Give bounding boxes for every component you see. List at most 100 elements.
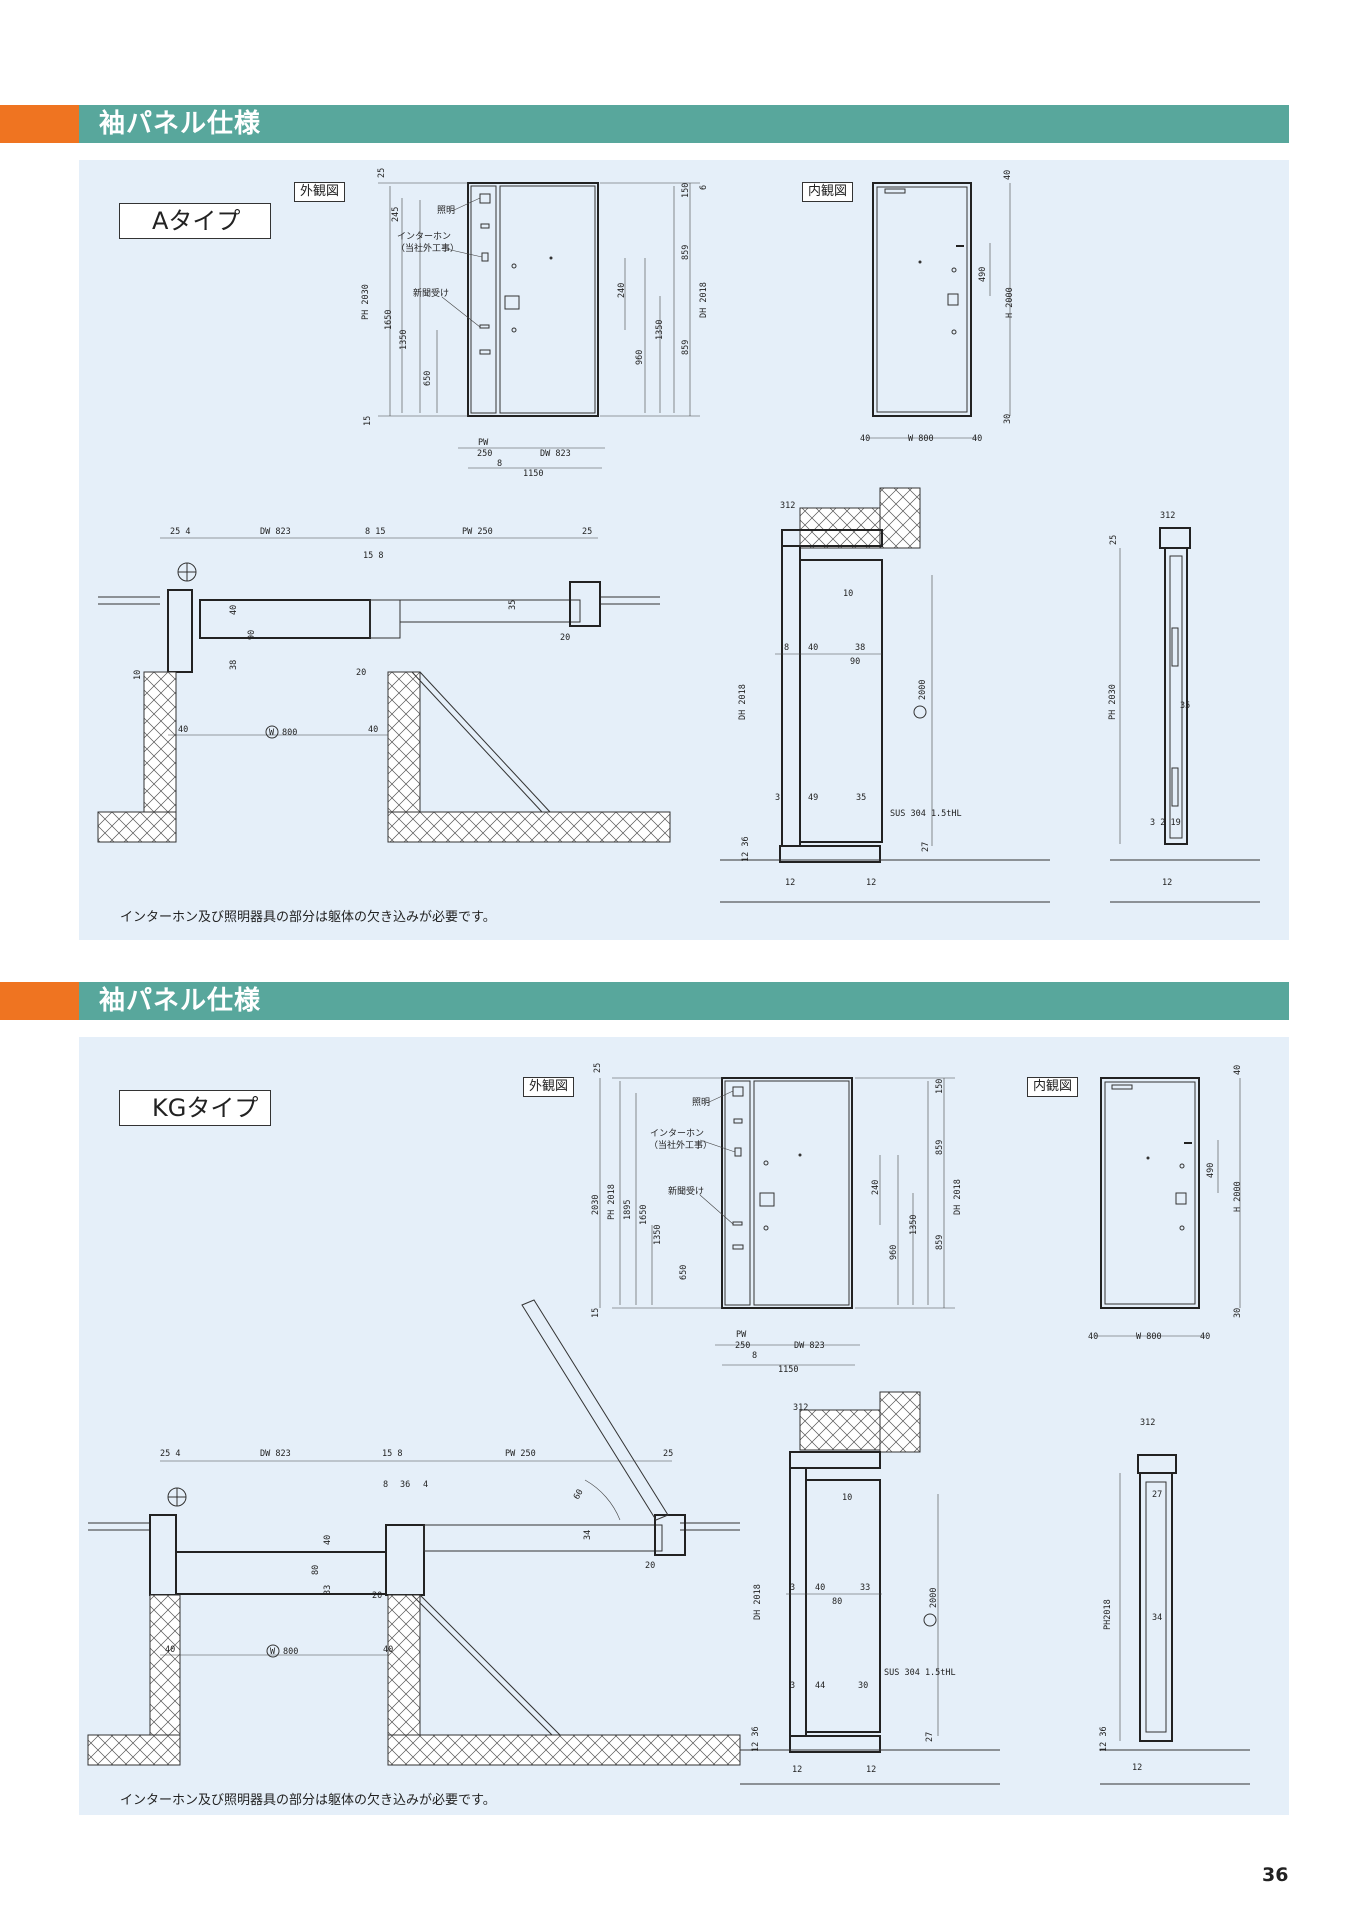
dim-40c: 40	[1233, 1065, 1243, 1075]
type-a-drawings: 照明 インターホン （当社外工事） 新聞受け 25 245 PH 2030 16…	[97, 168, 1260, 903]
dim-40c: 40	[1003, 170, 1013, 180]
head-insulation	[799, 507, 881, 549]
dim-w800: W 800	[908, 434, 934, 444]
ps-dim-12: 12	[1132, 1763, 1142, 1773]
callout-newspaper: 新聞受け	[668, 1185, 704, 1197]
dim-1350b: 1350	[909, 1215, 919, 1235]
door-leaf	[499, 185, 596, 414]
exterior-elevation: 照明 インターホン （当社外工事） 新聞受け 25 2030 PH 2018 1…	[591, 1063, 963, 1375]
plan-dim-20: 20	[560, 633, 570, 643]
light-fixture	[479, 193, 491, 204]
panel-head	[1159, 527, 1191, 549]
panel-inner	[1145, 1481, 1167, 1733]
plan-dim-4: 4	[423, 1480, 428, 1490]
door-face	[789, 1467, 807, 1737]
ps-dim-312: 312	[1160, 511, 1175, 521]
vs-dim-80: 80	[832, 1597, 842, 1607]
dim-1895: 1895	[623, 1200, 633, 1220]
vs-dim-312: 312	[780, 501, 795, 511]
intercom-unit	[734, 1147, 742, 1157]
light-fixture	[732, 1086, 744, 1097]
vs-dim-90: 90	[850, 657, 860, 667]
vs-dim-40: 40	[808, 643, 818, 653]
vs-dim-2000: 2000	[918, 680, 928, 700]
vs-dim-44: 44	[815, 1681, 825, 1691]
plan-dim-254: 25 4	[170, 527, 190, 537]
ps-dim-ph: PH 2030	[1108, 684, 1118, 720]
dim-150: 150	[681, 183, 691, 198]
mail-slot-lower	[732, 1244, 744, 1250]
head-frame	[781, 529, 883, 547]
dim-dh: DH 2018	[953, 1179, 963, 1215]
interior-leaf	[876, 186, 968, 413]
vs-dim-dh: DH 2018	[738, 684, 748, 720]
dim-2030: 2030	[591, 1195, 601, 1215]
vs-dim-312: 312	[793, 1403, 808, 1413]
dim-h2000: H 2000	[1233, 1181, 1243, 1212]
plan-dim-33: 33	[323, 1585, 333, 1595]
ps-dim-1236: 12 36	[1099, 1726, 1109, 1752]
plan-dim-20b: 20	[372, 1591, 382, 1601]
plan-dim-34: 34	[583, 1530, 593, 1540]
callout-light: 照明	[437, 205, 455, 216]
plan-dim-36: 36	[400, 1480, 410, 1490]
mail-box	[759, 1192, 775, 1207]
header-bar	[79, 105, 1289, 143]
dim-8: 8	[752, 1351, 757, 1361]
callout-intercom: インターホン	[650, 1128, 704, 1139]
dim-650: 650	[423, 371, 433, 386]
installation-note: インターホン及び照明器具の部分は躯体の欠き込みが必要です。	[120, 910, 496, 925]
vertical-section: 8 40 38 90 3 49 35 SUS 304 1.5tHL 10 DH …	[720, 487, 1050, 903]
plan-dim-40c: 40	[323, 1535, 333, 1545]
ps-dim-25: 25	[1109, 535, 1119, 545]
header-bar	[79, 982, 1289, 1020]
dim-25: 25	[377, 168, 387, 178]
dim-650: 650	[679, 1265, 689, 1280]
vs-dim-3: 3	[790, 1583, 795, 1593]
head-insulation	[799, 1409, 881, 1451]
interior-frame	[872, 182, 972, 417]
intercom-slot	[733, 1118, 743, 1124]
vs-dim-1236: 12 36	[741, 836, 751, 862]
interior-view-label: 内観図	[802, 182, 854, 202]
dim-1350: 1350	[653, 1225, 663, 1245]
peephole	[549, 256, 553, 260]
plan-dim-40b: 40	[383, 1645, 393, 1655]
dim-490: 490	[1206, 1163, 1216, 1178]
dim-pw: PW	[478, 438, 489, 448]
plan-dim-60: 60	[572, 1488, 586, 1502]
plan-dim-800: 800	[282, 728, 297, 738]
plan-dim-40c: 40	[229, 605, 239, 615]
vs-dim-8: 8	[784, 643, 789, 653]
section-header-2: 袖パネル仕様	[0, 982, 1289, 1020]
interior-view-label: 内観図	[1027, 1077, 1079, 1097]
dim-w800: W 800	[1136, 1332, 1162, 1342]
vs-dim-dh: DH 2018	[753, 1584, 763, 1620]
wall-left-horiz	[87, 1734, 181, 1766]
plan-dim-254: 25 4	[160, 1449, 180, 1459]
vs-dim-33: 33	[860, 1583, 870, 1593]
plan-dim-815: 8 15	[365, 527, 385, 537]
vs-dim-27: 27	[921, 842, 931, 852]
intercom-unit	[481, 252, 489, 262]
plan-dim-90: 90	[247, 630, 257, 640]
vs-sus: SUS 304 1.5tHL	[884, 1668, 956, 1678]
plan-dim-25: 25	[582, 527, 592, 537]
head-wall	[879, 1391, 921, 1453]
panel-inner	[1169, 555, 1183, 839]
ps-dim-ph: PH2018	[1103, 1599, 1113, 1630]
plan-dim-10: 10	[133, 670, 143, 680]
page-number: 36	[1262, 1864, 1289, 1886]
dim-15: 15	[591, 1308, 601, 1318]
ps-dim-34: 34	[1152, 1613, 1162, 1623]
dim-1650: 1650	[384, 310, 394, 330]
wall-right-horiz	[387, 1734, 741, 1766]
header-accent	[0, 982, 79, 1020]
door-core	[799, 559, 883, 843]
dim-960: 960	[635, 350, 645, 365]
plan-dim-pw: PW 250	[505, 1449, 536, 1459]
plan-section: 25 4 DW 823 15 8 PW 250 25 8 36 4 60 40 …	[87, 1299, 741, 1766]
dim-8: 8	[497, 459, 502, 469]
dim-pw250: 250	[735, 1341, 750, 1351]
dim-pw: PW	[736, 1330, 747, 1340]
